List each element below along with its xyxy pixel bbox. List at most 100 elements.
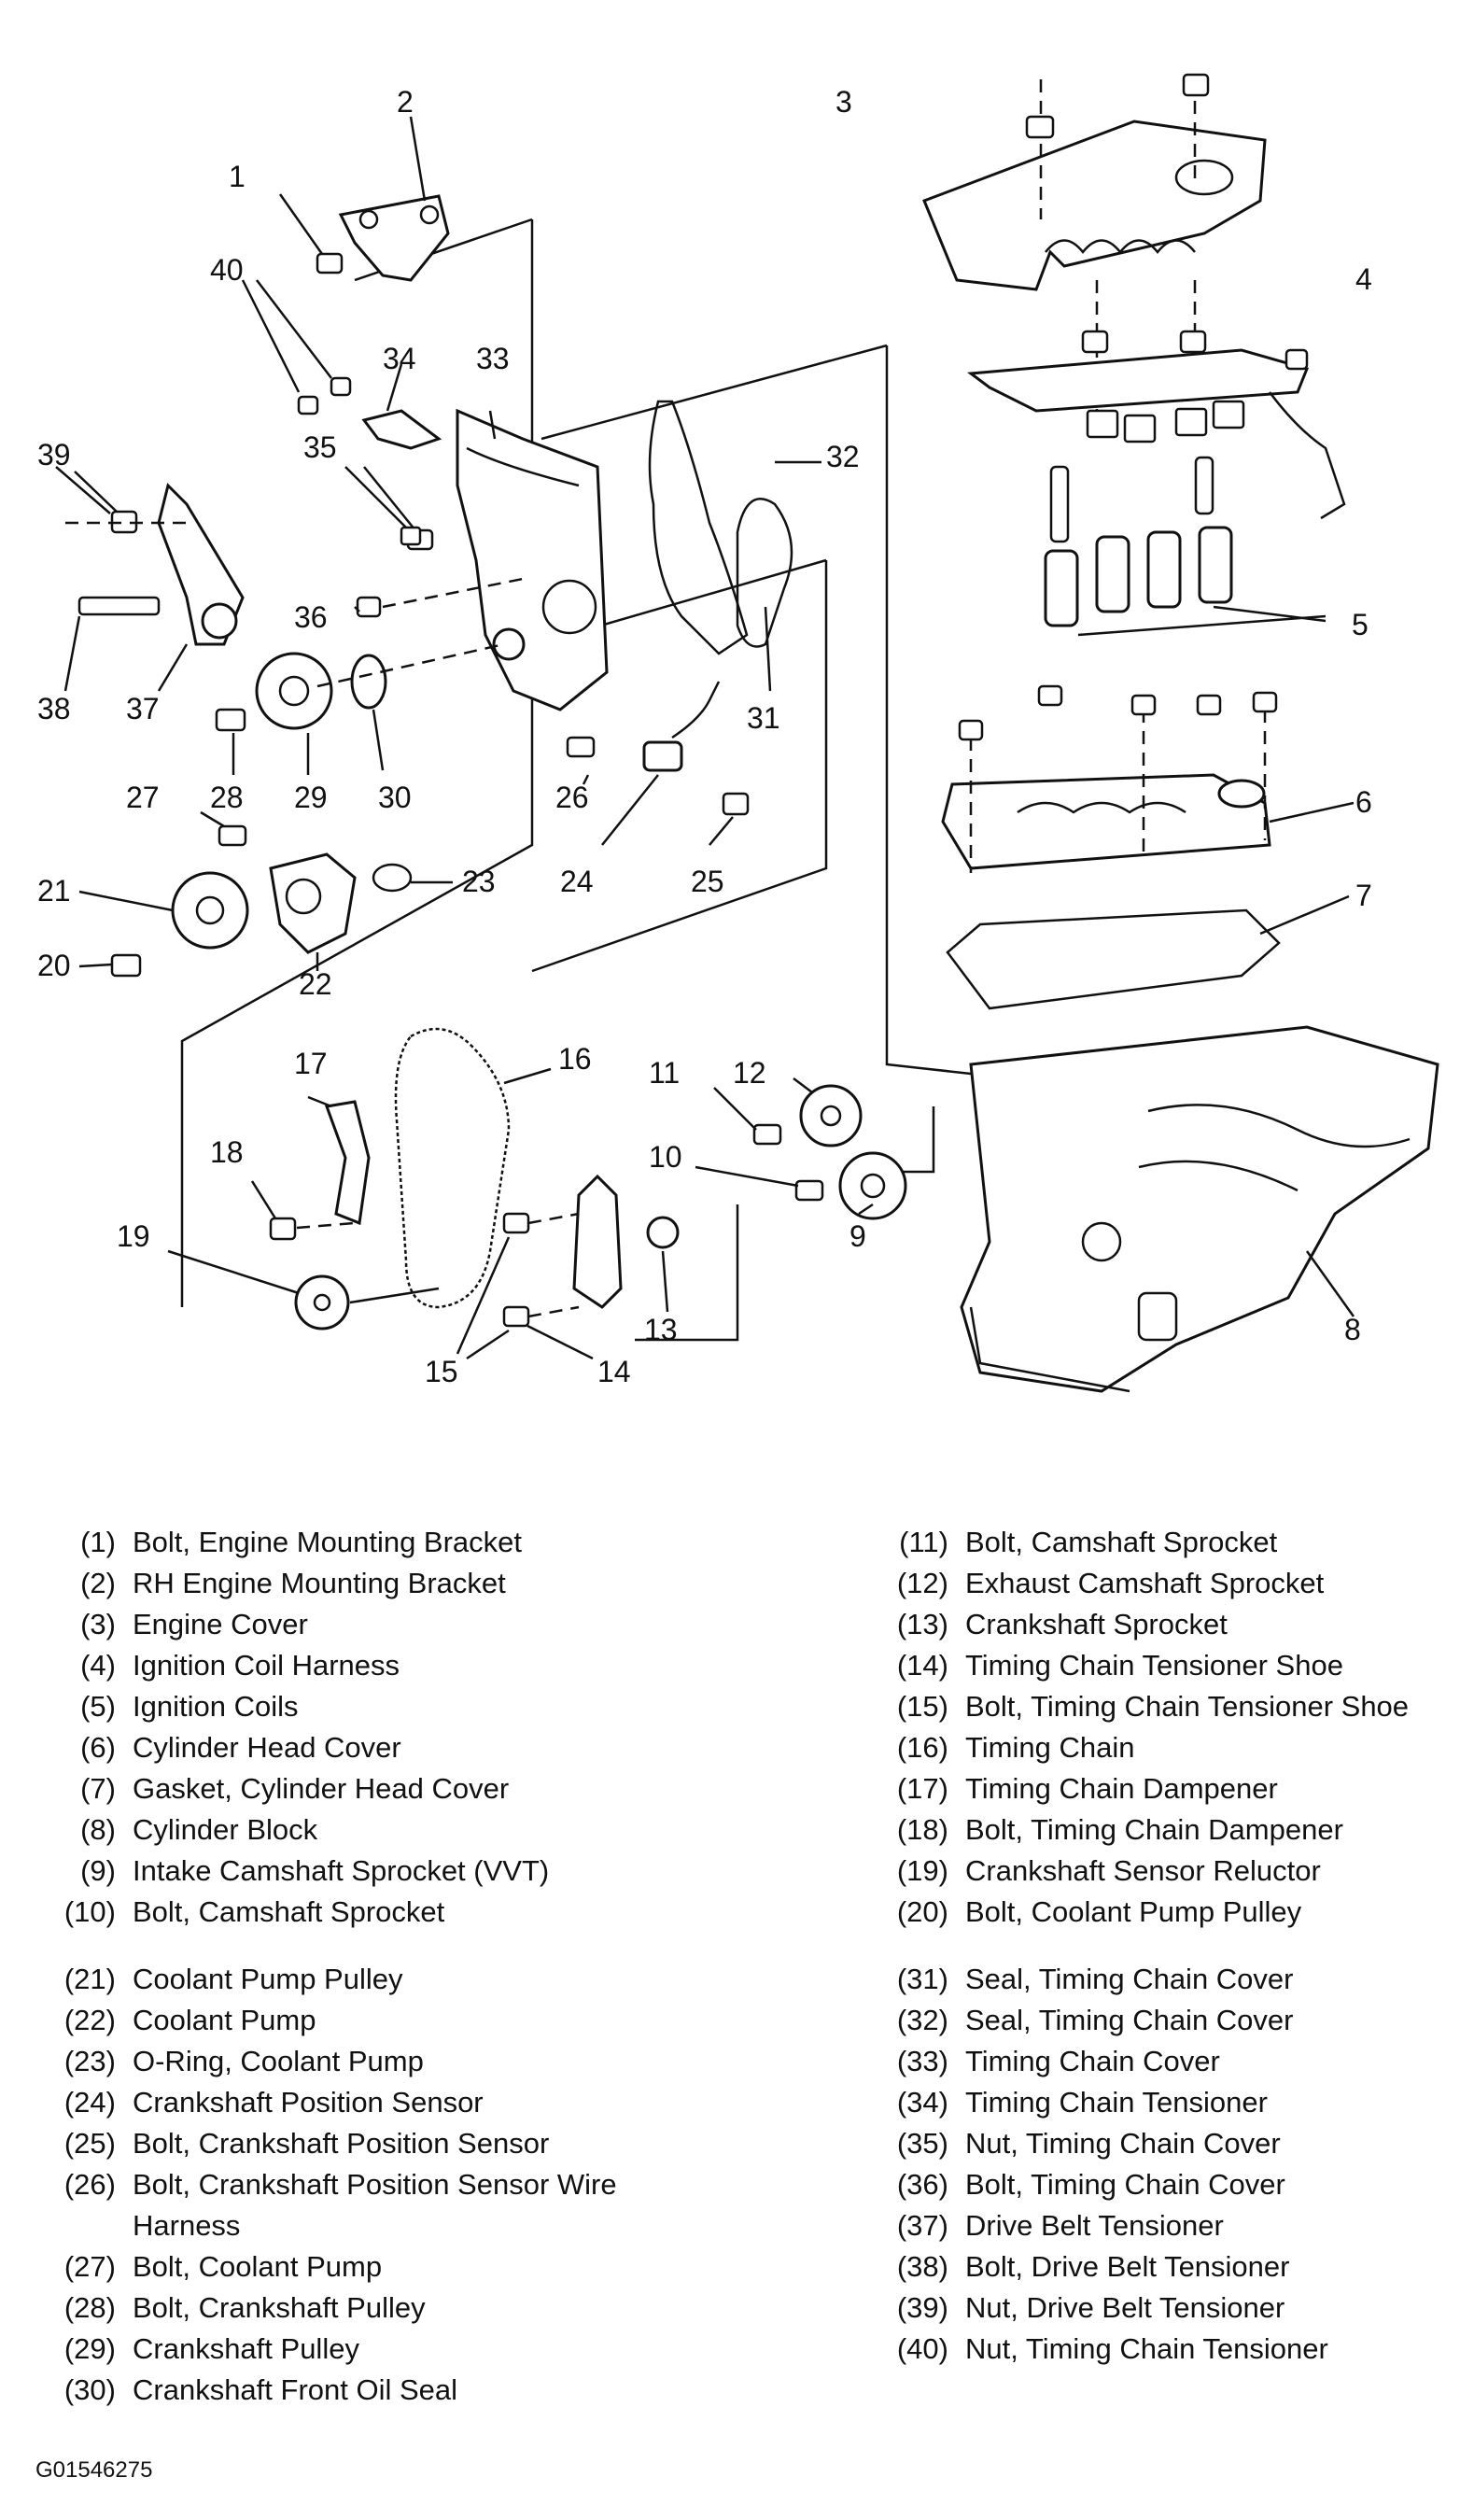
callout-18: 18 xyxy=(210,1135,244,1169)
figure-id: G01546275 xyxy=(35,2457,153,2483)
ignition-coils xyxy=(1044,456,1327,637)
callout-23: 23 xyxy=(462,865,496,898)
legend-entry: (9)Intake Camshaft Sprocket (VVT) xyxy=(80,1854,550,1887)
callout-9: 9 xyxy=(849,1219,866,1253)
callout-31: 31 xyxy=(747,701,780,735)
legend-entry: (24)Crankshaft Position Sensor xyxy=(63,2086,484,2119)
legend-entry: (19)Crankshaft Sensor Reluctor xyxy=(896,1854,1321,1887)
legend-column-left: (1)Bolt, Engine Mounting Bracket (2)RH E… xyxy=(35,1522,764,2411)
legend-entry: (31)Seal, Timing Chain Cover xyxy=(896,1963,1294,1995)
callout-3: 3 xyxy=(835,85,852,119)
legend-entry: (33)Timing Chain Cover xyxy=(896,2045,1220,2077)
legend-entry: (34)Timing Chain Tensioner xyxy=(896,2086,1268,2119)
legend-entry: (32)Seal, Timing Chain Cover xyxy=(896,2004,1294,2036)
callout-37: 37 xyxy=(126,692,160,725)
legend-entry: (20)Bolt, Coolant Pump Pulley xyxy=(896,1895,1302,1928)
callout-6: 6 xyxy=(1355,785,1372,819)
legend-entry: (36)Bolt, Timing Chain Cover xyxy=(896,2168,1285,2201)
callout-19: 19 xyxy=(117,1219,150,1253)
engine-cover xyxy=(922,73,1267,411)
legend-group-31-40: (31)Seal, Timing Chain Cover (32)Seal, T… xyxy=(868,1959,1466,2370)
callout-13: 13 xyxy=(644,1313,678,1346)
legend-group-1-10: (1)Bolt, Engine Mounting Bracket (2)RH E… xyxy=(35,1522,764,1933)
timing-chain-tensioner-nuts xyxy=(241,279,332,393)
callout-28: 28 xyxy=(210,781,244,814)
timing-chain-cover xyxy=(456,408,609,711)
legend-entry: (40)Nut, Timing Chain Tensioner xyxy=(896,2332,1328,2365)
legend-entry: (23)O-Ring, Coolant Pump xyxy=(63,2045,424,2077)
legend-entry: (5)Ignition Coils xyxy=(80,1690,299,1723)
callout-20: 20 xyxy=(37,949,71,982)
legend-group-11-20: (11)Bolt, Camshaft Sprocket (12)Exhaust … xyxy=(868,1522,1466,1933)
callout-11: 11 xyxy=(649,1056,680,1090)
legend-entry: (3)Engine Cover xyxy=(80,1608,308,1640)
callout-34: 34 xyxy=(383,342,416,375)
callout-4: 4 xyxy=(1355,262,1372,296)
legend-entry: (8)Cylinder Block xyxy=(80,1813,318,1846)
legend-group-21-30: (21)Coolant Pump Pulley (22)Coolant Pump… xyxy=(35,1959,764,2411)
callout-29: 29 xyxy=(294,781,328,814)
legend-entry: (16)Timing Chain xyxy=(896,1731,1135,1764)
legend-entry: (6)Cylinder Head Cover xyxy=(80,1731,401,1764)
legend-entry: (15)Bolt, Timing Chain Tensioner Shoe xyxy=(896,1690,1410,1723)
callout-14: 14 xyxy=(597,1355,631,1388)
legend-column-right: (11)Bolt, Camshaft Sprocket (12)Exhaust … xyxy=(868,1522,1466,2370)
legend-entry: (11)Bolt, Camshaft Sprocket xyxy=(899,1526,1278,1558)
timing-chain-dampener xyxy=(250,1095,371,1241)
timing-chain-tensioner-shoe xyxy=(456,1174,680,1360)
callout-26: 26 xyxy=(555,781,589,814)
exploded-engine-diagram: 1 2 3 4 5 6 7 8 9 10 11 12 13 14 15 16 1… xyxy=(37,73,1439,1393)
callout-40: 40 xyxy=(210,253,244,287)
callout-8: 8 xyxy=(1344,1313,1361,1346)
callout-12: 12 xyxy=(733,1056,766,1090)
cylinder-head-cover xyxy=(941,684,1355,873)
legend-entry: (25)Bolt, Crankshaft Position Sensor xyxy=(63,2127,550,2160)
legend-entry: (22)Coolant Pump xyxy=(63,2004,316,2036)
legend-entry: (13)Crankshaft Sprocket xyxy=(896,1608,1228,1640)
legend-entry: (12)Exhaust Camshaft Sprocket xyxy=(896,1567,1325,1599)
callout-16: 16 xyxy=(558,1042,592,1076)
coolant-pump-group xyxy=(78,810,453,978)
legend-entry: (10)Bolt, Camshaft Sprocket xyxy=(63,1895,445,1928)
callout-10: 10 xyxy=(649,1140,682,1174)
callout-35: 35 xyxy=(303,430,337,464)
legend-entry: (37)Drive Belt Tensioner xyxy=(896,2209,1224,2242)
legend-entry: (21)Coolant Pump Pulley xyxy=(63,1963,403,1995)
callout-33: 33 xyxy=(476,342,510,375)
legend-entry: (2)RH Engine Mounting Bracket xyxy=(80,1567,506,1599)
legend-entry: (14)Timing Chain Tensioner Shoe xyxy=(896,1649,1343,1682)
timing-chain xyxy=(394,1027,552,1309)
legend-entry: (28)Bolt, Crankshaft Pulley xyxy=(63,2291,426,2324)
legend-entry: (30)Crankshaft Front Oil Seal xyxy=(63,2373,458,2406)
legend-entry: (29)Crankshaft Pulley xyxy=(63,2332,359,2365)
callout-22: 22 xyxy=(299,967,332,1001)
ignition-coil-harness xyxy=(966,330,1346,520)
legend-entry: (38)Bolt, Drive Belt Tensioner xyxy=(896,2250,1290,2283)
callout-32: 32 xyxy=(826,440,860,473)
camshaft-sprockets xyxy=(695,1077,907,1220)
cylinder-head-cover-gasket xyxy=(946,894,1350,1010)
legend-entry: (17)Timing Chain Dampener xyxy=(896,1772,1278,1805)
legend-entry: (35)Nut, Timing Chain Cover xyxy=(896,2127,1281,2160)
callout-labels: 1 2 3 4 5 6 7 8 9 10 11 12 13 14 15 16 1… xyxy=(37,85,1372,1388)
callout-5: 5 xyxy=(1352,608,1369,641)
callout-15: 15 xyxy=(425,1355,458,1388)
callout-39: 39 xyxy=(37,438,71,472)
callout-1: 1 xyxy=(229,160,246,193)
callout-2: 2 xyxy=(397,85,414,119)
legend-entry: (1)Bolt, Engine Mounting Bracket xyxy=(80,1526,523,1558)
drive-belt-tensioner-nut xyxy=(55,466,111,514)
parts-legend: (1)Bolt, Engine Mounting Bracket (2)RH E… xyxy=(0,1522,1474,2456)
timing-chain-cover-nut xyxy=(344,466,422,546)
callout-27: 27 xyxy=(126,781,160,814)
callout-36: 36 xyxy=(294,600,328,634)
callout-25: 25 xyxy=(691,865,724,898)
callout-21: 21 xyxy=(37,874,71,908)
legend-entry: (27)Bolt, Coolant Pump xyxy=(63,2250,383,2283)
callout-30: 30 xyxy=(378,781,412,814)
cylinder-block xyxy=(960,1025,1439,1393)
callout-7: 7 xyxy=(1355,879,1372,912)
legend-entry: (39)Nut, Drive Belt Tensioner xyxy=(896,2291,1285,2324)
callout-24: 24 xyxy=(560,865,594,898)
callout-17: 17 xyxy=(294,1047,328,1080)
